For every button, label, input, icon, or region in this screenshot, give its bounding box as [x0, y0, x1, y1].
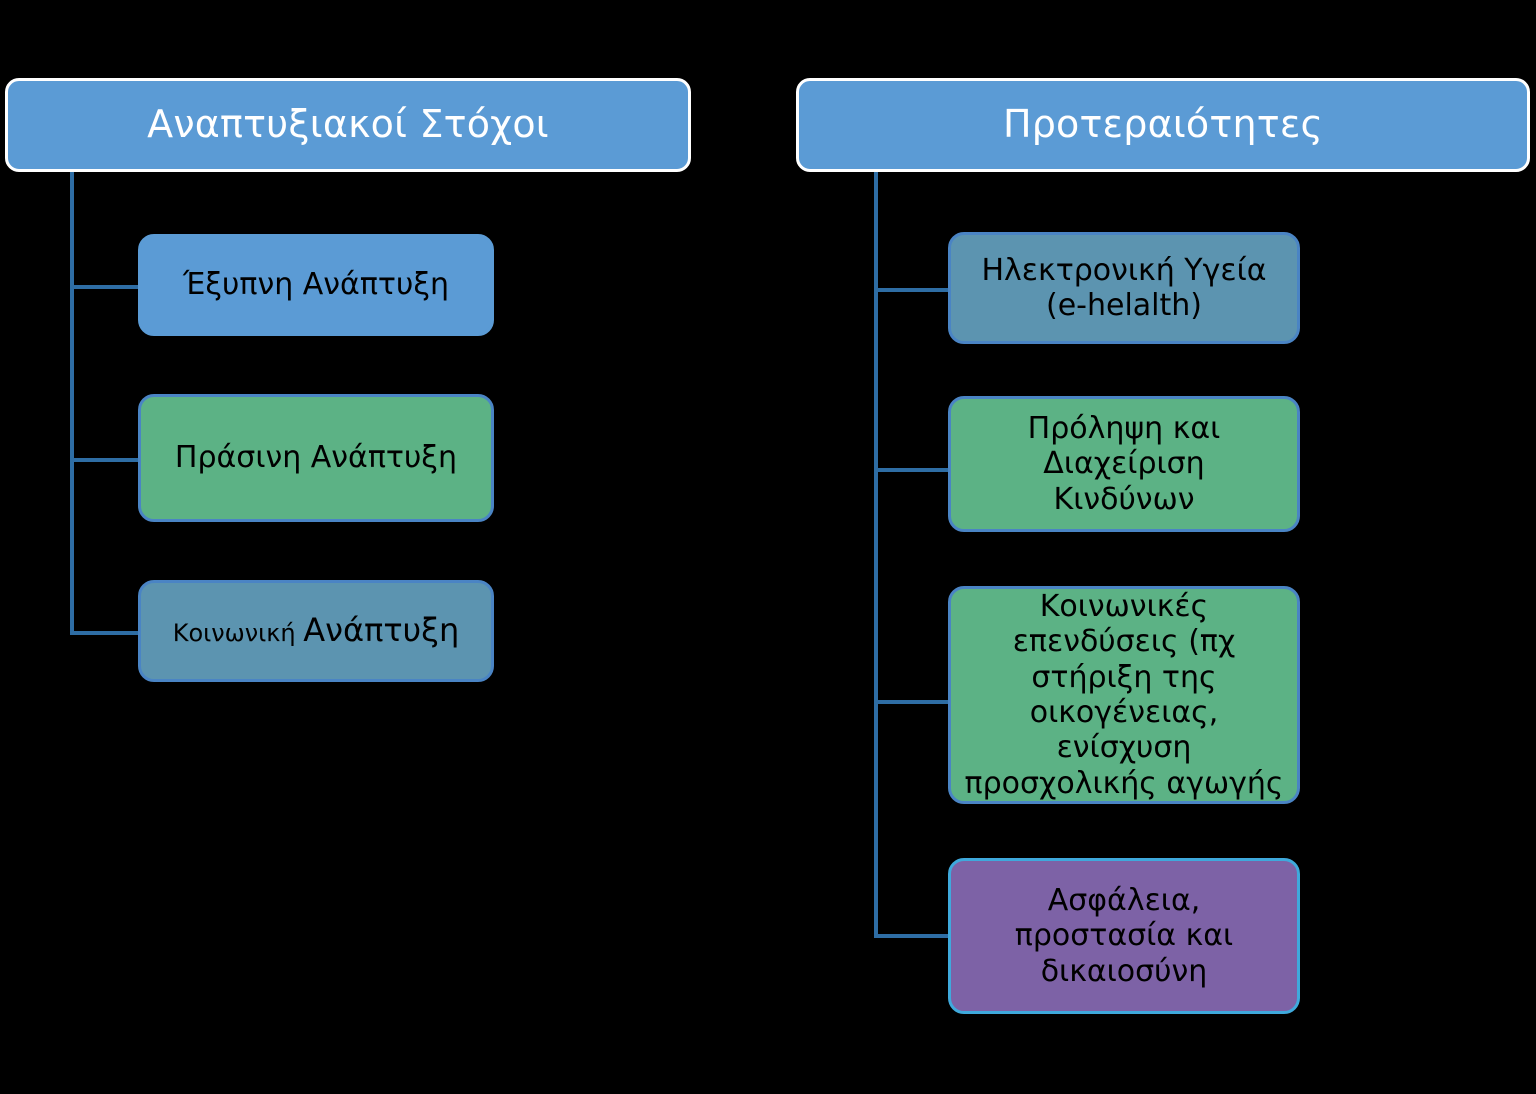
header-priorities-label: Προτεραιότητες — [1002, 102, 1324, 147]
node-e-health-label: Ηλεκτρονική Υγεία (e-helalth) — [981, 252, 1267, 323]
node-security-protection-justice[interactable]: Ασφάλεια, προστασία και δικαιοσύνη — [948, 858, 1300, 1014]
node-social-growth-label-part-small: Κοινωνική — [172, 619, 304, 648]
node-prevention-risk-management-label: Πρόληψη και Διαχείριση Κινδύνων — [1027, 410, 1221, 517]
node-smart-growth[interactable]: Έξυπνη Ανάπτυξη — [138, 234, 494, 336]
node-green-growth[interactable]: Πράσινη Ανάπτυξη — [138, 394, 494, 522]
node-e-health[interactable]: Ηλεκτρονική Υγεία (e-helalth) — [948, 232, 1300, 344]
node-social-growth-label-part-large: Ανάπτυξη — [303, 611, 460, 650]
header-priorities[interactable]: Προτεραιότητες — [796, 78, 1530, 172]
left-connector-branch-3 — [70, 631, 142, 635]
left-connector-trunk — [70, 172, 74, 635]
header-developmental-goals-label: Αναπτυξιακοί Στόχοι — [147, 102, 549, 147]
left-connector-branch-1 — [70, 285, 142, 289]
node-social-investments[interactable]: Κοινωνικές επενδύσεις (πχ στήριξη της οι… — [948, 586, 1300, 804]
right-connector-branch-3 — [874, 700, 952, 704]
node-smart-growth-label: Έξυπνη Ανάπτυξη — [182, 267, 450, 303]
right-connector-branch-1 — [874, 288, 952, 292]
right-connector-trunk — [874, 172, 878, 938]
node-social-investments-label: Κοινωνικές επενδύσεις (πχ στήριξη της οι… — [964, 588, 1284, 801]
header-developmental-goals[interactable]: Αναπτυξιακοί Στόχοι — [5, 78, 691, 172]
node-green-growth-label: Πράσινη Ανάπτυξη — [174, 440, 458, 476]
node-social-growth-label: Κοινωνική Ανάπτυξη — [172, 611, 460, 650]
left-connector-branch-2 — [70, 458, 142, 462]
node-prevention-risk-management[interactable]: Πρόληψη και Διαχείριση Κινδύνων — [948, 396, 1300, 532]
node-social-growth[interactable]: Κοινωνική Ανάπτυξη — [138, 580, 494, 682]
right-connector-branch-4 — [874, 934, 952, 938]
right-connector-branch-2 — [874, 468, 952, 472]
node-security-protection-justice-label: Ασφάλεια, προστασία και δικαιοσύνη — [1014, 882, 1234, 989]
